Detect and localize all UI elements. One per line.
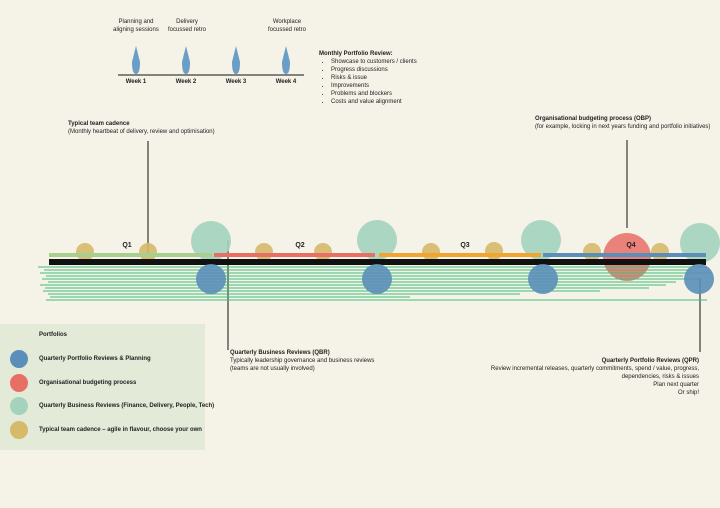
- q4-bar: [543, 253, 706, 257]
- week-4-label: Week 4: [275, 79, 297, 85]
- quarter-label-q4: Q4: [626, 242, 636, 249]
- legend-item-portfolios: Portfolios: [10, 331, 200, 349]
- legend-label: Quarterly Portfolio Reviews & Planning: [39, 356, 151, 362]
- legend-panel: Portfolios Quarterly Portfolio Reviews &…: [0, 324, 214, 450]
- monthly-review-item: Showcase to customers / clients: [331, 58, 449, 66]
- cadence-circle: [485, 242, 503, 260]
- legend-item-cadence: Typical team cadence – agile in flavour,…: [10, 421, 202, 439]
- cadence-circle: [583, 243, 601, 261]
- legend-label: Organisational budgeting process: [39, 380, 137, 386]
- q3-bar: [379, 253, 541, 257]
- qbr-title: Quarterly Business Reviews (QBR): [230, 350, 330, 356]
- cadence-circle: [255, 243, 273, 261]
- monthly-review-item: Risks & issue: [331, 74, 449, 82]
- monthly-review-title: Monthly Portfolio Review:: [319, 51, 393, 57]
- qbr-circle: [357, 220, 397, 260]
- qpr-line: Or ship!: [677, 390, 699, 396]
- legend-item-qbr: Quarterly Business Reviews (Finance, Del…: [10, 397, 214, 415]
- week-3-label: Week 3: [225, 79, 247, 85]
- monthly-review-item: Problems and blockers: [331, 90, 449, 98]
- quarter-label-q3: Q3: [460, 242, 470, 249]
- monthly-review-callout: Monthly Portfolio Review: Showcase to cu…: [319, 50, 449, 106]
- legend-label: Portfolios: [39, 332, 67, 338]
- week-3-marker: [232, 46, 240, 74]
- qpr-line: Review incremental releases, quarterly c…: [490, 366, 699, 372]
- qbr-symbol: [10, 397, 28, 415]
- qpr-circle: [528, 264, 558, 294]
- q2-bar: [214, 253, 375, 257]
- week-4-session: Workplace focussed retro: [267, 19, 307, 33]
- monthly-review-list: Showcase to customers / clients Progress…: [319, 58, 449, 106]
- cadence-circle: [76, 243, 94, 261]
- team-cadence-callout: Typical team cadence (Monthly heartbeat …: [68, 120, 248, 136]
- qbr-callout: Quarterly Business Reviews (QBR) Typical…: [230, 349, 400, 373]
- q1-bar: [49, 253, 212, 257]
- obp-title: Organisational budgeting process (OBP): [535, 116, 652, 122]
- legend-item-obp: Organisational budgeting process: [10, 374, 200, 392]
- team-cadence-subtitle: (Monthly heartbeat of delivery, review a…: [68, 129, 215, 135]
- qbr-line: Typically leadership governance and busi…: [230, 358, 375, 364]
- monthly-review-item: Costs and value alignment: [331, 98, 449, 106]
- qpr-line: dependencies, risks & issues: [621, 374, 699, 380]
- obp-symbol: [10, 374, 28, 392]
- team-cadence-title: Typical team cadence: [68, 121, 130, 127]
- qpr-circle: [196, 264, 226, 294]
- legend-label: Quarterly Business Reviews (Finance, Del…: [39, 403, 215, 409]
- week-1-label: Week 1: [125, 79, 147, 85]
- timeline-bar: [49, 259, 706, 265]
- cadence-circle: [139, 243, 157, 261]
- qbr-circle: [191, 221, 231, 261]
- qpr-line: Plan next quarter: [653, 382, 699, 388]
- monthly-review-item: Improvements: [331, 82, 449, 90]
- week-1-session: Planning and aligning sessions: [113, 19, 159, 33]
- obp-subtitle: (for example, locking in next years fund…: [535, 124, 711, 130]
- qpr-symbol: [10, 350, 28, 368]
- cadence-circle: [651, 243, 669, 261]
- qpr-callout: Quarterly Portfolio Reviews (QPR) Review…: [480, 357, 699, 397]
- cadence-symbol: [10, 421, 28, 439]
- cadence-circle: [422, 243, 440, 261]
- cadence-circle: [314, 243, 332, 261]
- legend-item-qpr: Quarterly Portfolio Reviews & Planning: [10, 350, 200, 368]
- week-1-marker: [132, 46, 140, 74]
- quarter-label-q1: Q1: [122, 242, 132, 249]
- week-2-marker: [182, 46, 190, 74]
- qpr-circle: [362, 264, 392, 294]
- week-2-session: Delivery focussed retro: [167, 19, 207, 33]
- week-4-marker: [282, 46, 290, 74]
- quarter-label-q2: Q2: [295, 242, 305, 249]
- qbr-circle: [521, 220, 561, 260]
- week-2-label: Week 2: [175, 79, 197, 85]
- qpr-circle: [684, 264, 714, 294]
- legend-label: Typical team cadence – agile in flavour,…: [39, 427, 202, 433]
- qbr-line: (teams are not usually involved): [230, 366, 315, 372]
- qpr-title: Quarterly Portfolio Reviews (QPR): [601, 358, 699, 364]
- monthly-review-item: Progress discussions: [331, 66, 449, 74]
- obp-callout: Organisational budgeting process (OBP) (…: [535, 115, 715, 131]
